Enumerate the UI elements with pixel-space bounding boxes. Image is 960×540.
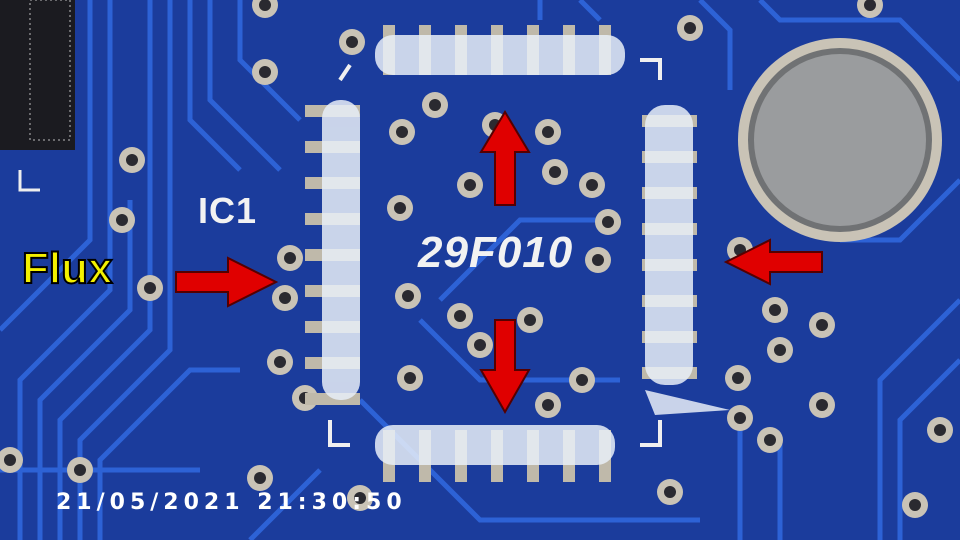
through-hole-pad xyxy=(767,337,793,363)
through-hole-pad xyxy=(347,485,373,511)
through-hole-pad xyxy=(389,119,415,145)
flux-residue xyxy=(322,35,730,465)
through-hole-pad xyxy=(535,392,561,418)
through-hole-pad xyxy=(757,427,783,453)
through-hole-pad xyxy=(0,447,23,473)
arrow-down xyxy=(479,319,531,415)
through-hole-pad xyxy=(252,0,278,18)
through-hole-pad xyxy=(467,332,493,358)
through-hole-pad xyxy=(395,283,421,309)
through-hole-pad xyxy=(517,307,543,333)
silkscreen-part-number: 29F010 xyxy=(418,228,574,277)
through-hole-pad xyxy=(727,405,753,431)
flux-annotation: Flux xyxy=(21,243,113,294)
through-hole-pad xyxy=(927,417,953,443)
through-hole-pad xyxy=(339,29,365,55)
through-hole-pad xyxy=(725,365,751,391)
through-hole-pad xyxy=(272,285,298,311)
through-hole-pad xyxy=(579,172,605,198)
arrows xyxy=(175,110,823,415)
through-hole-pad xyxy=(595,209,621,235)
through-hole-pad xyxy=(542,159,568,185)
through-hole-pad xyxy=(267,349,293,375)
through-hole-pad xyxy=(457,172,483,198)
through-hole-pad xyxy=(857,0,883,18)
through-hole-pad xyxy=(252,59,278,85)
through-hole-pad xyxy=(447,303,473,329)
through-hole-pad xyxy=(809,392,835,418)
through-hole-pad xyxy=(902,492,928,518)
through-hole-pad xyxy=(67,457,93,483)
smd-ic-left xyxy=(0,0,75,150)
ic-outline xyxy=(328,58,662,447)
through-hole-pad xyxy=(397,365,423,391)
through-hole-pad xyxy=(119,147,145,173)
silkscreen-designator: IC1 xyxy=(198,190,258,231)
through-hole-pad xyxy=(762,297,788,323)
through-hole-pad xyxy=(809,312,835,338)
timestamp: 21/05/2021 21:30:50 xyxy=(56,490,407,515)
through-hole-pad xyxy=(657,479,683,505)
through-hole-pad xyxy=(137,275,163,301)
through-hole-pad xyxy=(387,195,413,221)
through-hole-pad xyxy=(109,207,135,233)
arrow-right xyxy=(175,256,279,308)
through-hole-pad xyxy=(585,247,611,273)
through-hole-pad xyxy=(569,367,595,393)
through-hole-pad xyxy=(422,92,448,118)
arrow-up xyxy=(479,110,531,206)
through-hole-pad xyxy=(247,465,273,491)
arrow-left xyxy=(723,238,823,286)
through-hole-pad xyxy=(677,15,703,41)
through-hole-pad xyxy=(535,119,561,145)
through-hole-pad xyxy=(277,245,303,271)
